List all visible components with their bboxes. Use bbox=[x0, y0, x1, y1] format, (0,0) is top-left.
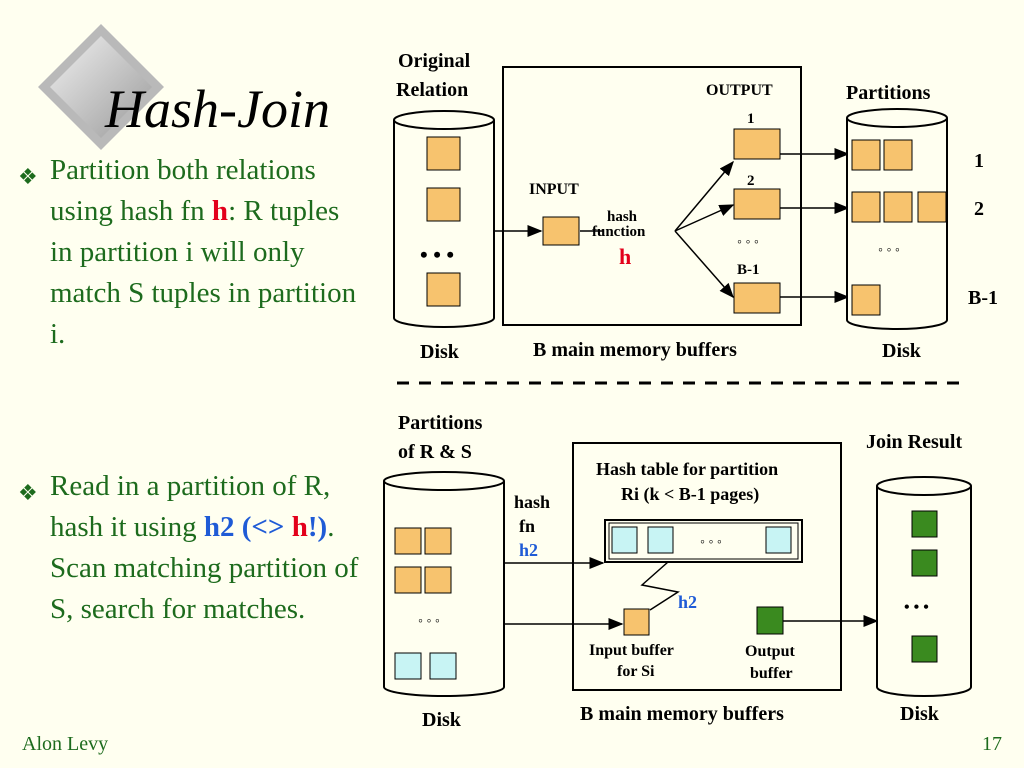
hash-fn-label-2: fn bbox=[519, 516, 535, 536]
arrow-hash-to-buffer-1 bbox=[674, 160, 734, 232]
result-page bbox=[911, 549, 938, 577]
hash-table-label-2: Ri (k < B-1 pages) bbox=[621, 484, 759, 505]
hash-table-dots: ◦ ◦ ◦ bbox=[700, 535, 722, 550]
bullet-2-icon: ❖ bbox=[18, 480, 38, 505]
memory-buffers-label-bottom: B main memory buffers bbox=[580, 703, 784, 725]
relation-page bbox=[426, 136, 461, 171]
result-dots: • • • bbox=[904, 599, 929, 616]
output-buffer-label-2: buffer bbox=[750, 665, 793, 682]
partition-page bbox=[851, 139, 881, 171]
partition-page bbox=[851, 284, 881, 316]
output-buffer-1-label: 1 bbox=[747, 111, 755, 127]
input-buffer-si bbox=[623, 608, 650, 636]
footer-author: Alon Levy bbox=[22, 733, 109, 755]
arrow-hash-to-buffer-2 bbox=[674, 204, 735, 232]
partitions-rs-label-2: of R & S bbox=[398, 441, 472, 463]
r-partition-page bbox=[424, 527, 452, 555]
partition-page bbox=[883, 139, 913, 171]
disk-label-bottom-right: Disk bbox=[900, 703, 940, 725]
partition-dots: ◦ ◦ ◦ bbox=[418, 614, 440, 629]
partition-number-2: 2 bbox=[974, 198, 984, 220]
page-number: 17 bbox=[982, 733, 1002, 755]
output-buffer-2-label: 2 bbox=[747, 173, 755, 189]
result-page bbox=[911, 510, 938, 538]
hash-fn-label-1: hash bbox=[514, 492, 550, 512]
original-relation-label-2: Relation bbox=[396, 79, 468, 101]
hash-function-label-2: function bbox=[592, 224, 646, 240]
s-partition-page bbox=[394, 652, 422, 680]
disk-label-bottom-left: Disk bbox=[422, 709, 462, 731]
partition-number-1: 1 bbox=[974, 150, 984, 172]
diamond-logo bbox=[38, 24, 164, 150]
arrow-hash-to-buffer-b1 bbox=[674, 230, 734, 299]
memory-buffers-box bbox=[502, 66, 802, 326]
disk-label-top-left: Disk bbox=[420, 341, 460, 363]
disk-cylinder-top-right bbox=[846, 108, 948, 330]
bullet-2: ❖ Read in a partition of R, hash it usin… bbox=[18, 466, 368, 630]
relation-page bbox=[426, 272, 461, 307]
input-buffer-label-2: for Si bbox=[617, 663, 655, 680]
input-buffer-label-1: Input buffer bbox=[589, 642, 674, 659]
partition-page bbox=[851, 191, 881, 223]
output-buffer-2 bbox=[733, 188, 781, 220]
r-partition-page bbox=[394, 566, 422, 594]
probe-zigzag bbox=[640, 561, 680, 611]
slide-title: Hash-Join bbox=[105, 79, 330, 139]
hash-table-bucket bbox=[611, 526, 638, 554]
bullet-1: ❖ Partition both relations using hash fn… bbox=[18, 150, 368, 355]
hash-function-label-1: hash bbox=[607, 209, 638, 225]
r-partition-page bbox=[394, 527, 422, 555]
memory-buffers-box-bottom bbox=[572, 442, 842, 691]
partitions-label: Partitions bbox=[846, 82, 931, 104]
partitions-rs-label-1: Partitions bbox=[398, 412, 483, 434]
hash-table-bucket bbox=[765, 526, 792, 554]
join-result-label: Join Result bbox=[866, 431, 962, 453]
s-partition-page bbox=[429, 652, 457, 680]
partition-page bbox=[917, 191, 947, 223]
hash-table-label-1: Hash table for partition bbox=[596, 459, 778, 479]
h2-label: h2 bbox=[678, 592, 697, 612]
r-partition-page bbox=[424, 566, 452, 594]
output-buffer-1 bbox=[733, 128, 781, 160]
output-buffer-b1-label: B-1 bbox=[737, 262, 760, 278]
ellipsis-dots: • • • bbox=[420, 242, 454, 267]
output-buffer-label-1: Output bbox=[745, 643, 795, 660]
hash-table-bucket bbox=[647, 526, 674, 554]
output-buffer-b1 bbox=[733, 282, 781, 314]
relation-page bbox=[426, 187, 461, 222]
bullet-2-text: Read in a partition of R, hash it using … bbox=[50, 470, 359, 625]
disk-cylinder-top-left bbox=[393, 110, 495, 328]
input-label: INPUT bbox=[529, 181, 579, 198]
partition-dots: ◦ ◦ ◦ bbox=[878, 243, 900, 258]
original-relation-label-1: Original bbox=[398, 50, 471, 72]
result-page bbox=[911, 635, 938, 663]
output-buffer-bottom bbox=[756, 606, 784, 635]
hash-fn-h2: h2 bbox=[519, 540, 538, 560]
partition-page bbox=[883, 191, 913, 223]
hash-function-h: h bbox=[619, 244, 631, 269]
partition-number-b1: B-1 bbox=[968, 287, 998, 309]
memory-buffers-label: B main memory buffers bbox=[533, 339, 737, 361]
disk-label-top-right: Disk bbox=[882, 340, 922, 362]
input-buffer bbox=[542, 216, 580, 246]
bullet-1-icon: ❖ bbox=[18, 164, 38, 189]
disk-cylinder-join-result bbox=[876, 476, 972, 697]
bullet-1-text: Partition both relations using hash fn h… bbox=[50, 154, 357, 350]
output-buffer-dots: ◦ ◦ ◦ bbox=[737, 235, 759, 250]
output-label: OUTPUT bbox=[706, 82, 773, 99]
